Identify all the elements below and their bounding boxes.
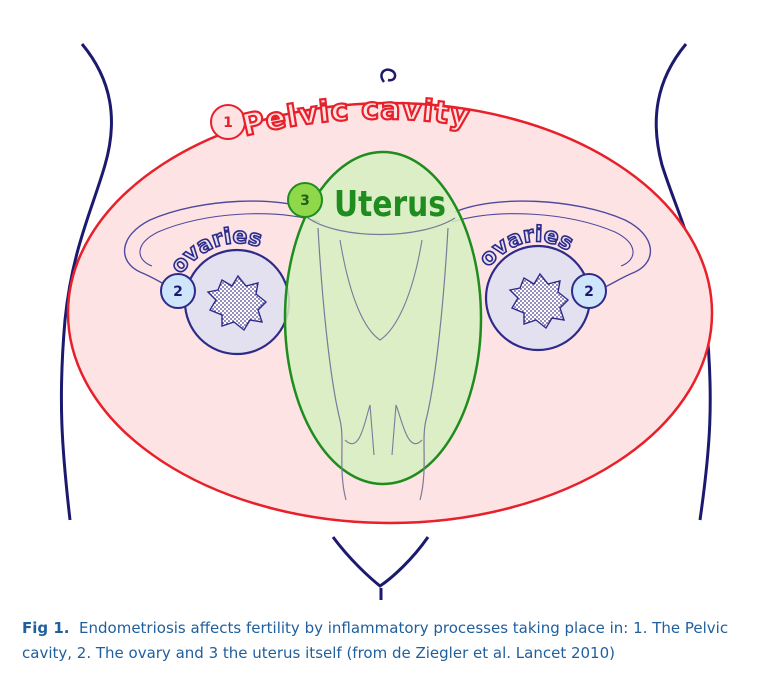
caption-fig-label: Fig 1. (22, 619, 69, 637)
figure-caption: Fig 1. Endometriosis affects fertility b… (22, 616, 762, 666)
marker-1: 1 (223, 115, 233, 131)
marker-2-left: 2 (173, 284, 183, 300)
caption-text: Endometriosis affects fertility by infla… (22, 619, 728, 662)
groin-line (333, 537, 428, 586)
uterus-label: Uterus (334, 184, 446, 225)
marker-3: 3 (300, 193, 310, 209)
marker-2-right: 2 (584, 284, 594, 300)
navel (382, 70, 396, 82)
pelvic-diagram: 1 Pelvic cavity 3 Uterus ovaries ovaries… (0, 0, 776, 600)
